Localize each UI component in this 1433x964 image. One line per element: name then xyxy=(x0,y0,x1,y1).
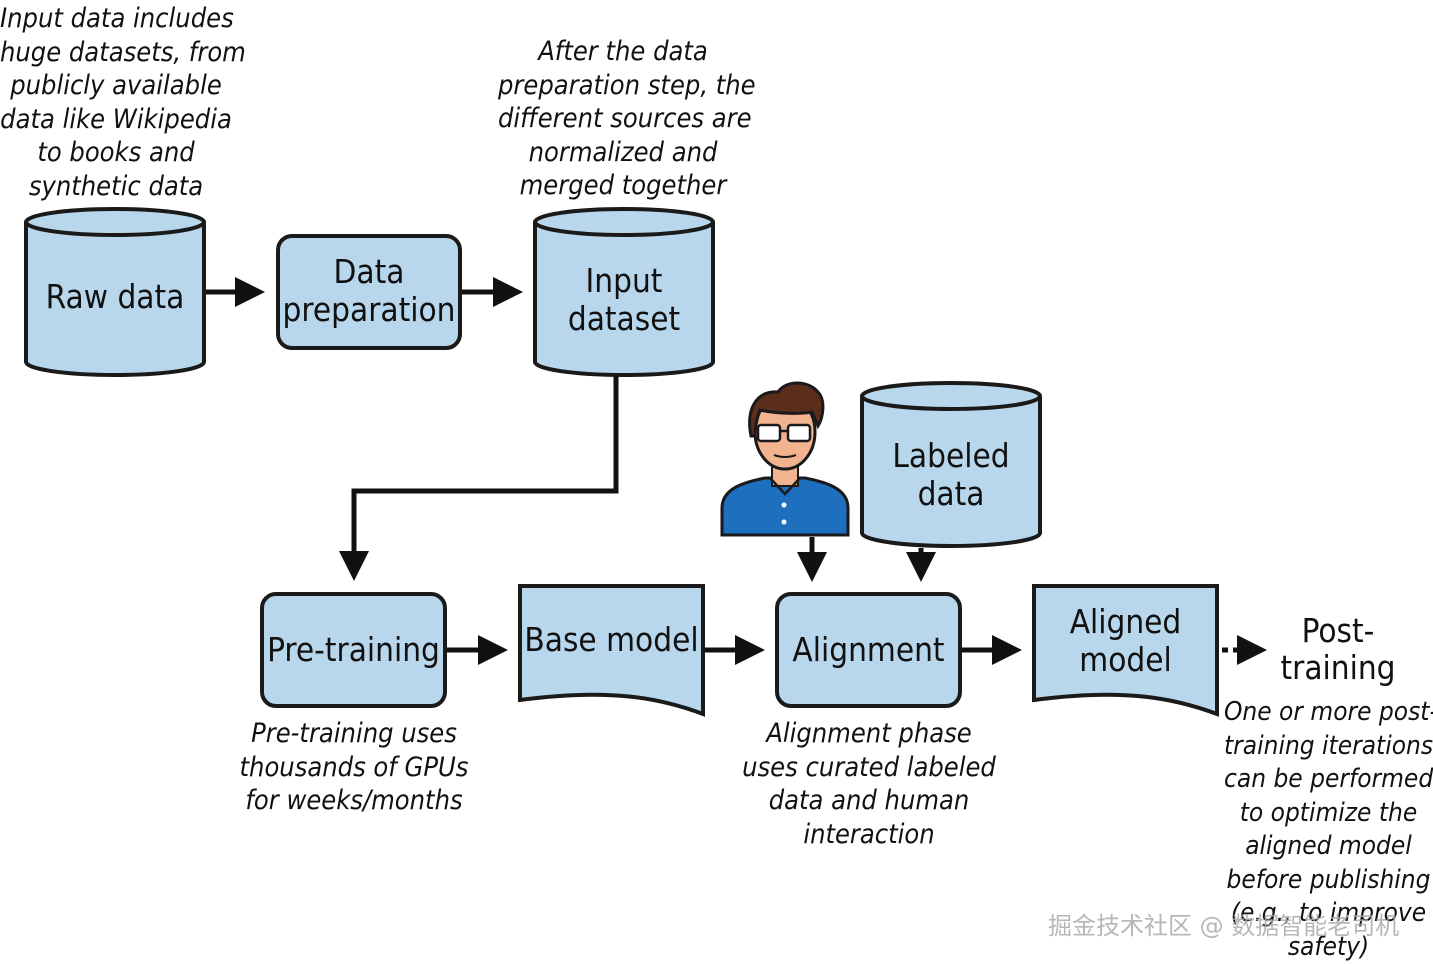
alignment-note-line: data and human xyxy=(768,785,970,816)
raw-data-note-line: Input data includes xyxy=(0,3,234,34)
alignment-text: Alignment xyxy=(792,630,945,669)
post-training-label: Post- training xyxy=(1278,612,1398,686)
raw-data-cylinder xyxy=(24,207,206,377)
post-training-note: One or more post- training iterations ca… xyxy=(1224,696,1433,964)
input-dataset-label: Input dataset xyxy=(535,262,713,338)
data-preparation-box xyxy=(276,234,462,350)
input-dataset-note-line: merged together xyxy=(519,170,727,201)
input-dataset-note-line: normalized and xyxy=(528,136,718,168)
raw-data-note-line: synthetic data xyxy=(28,170,204,202)
arrow-input-to-pretraining xyxy=(339,376,619,581)
base-model-label: Base model xyxy=(520,621,703,659)
pre-training-label: Pre-training xyxy=(262,631,445,669)
input-dataset-note: After the data preparation step, the dif… xyxy=(498,35,756,203)
aligned-model-document xyxy=(1032,584,1219,717)
post-training-note-line: to optimize the xyxy=(1239,797,1418,828)
labeled-data-line-1: Labeled xyxy=(892,436,1010,475)
post-training-note-line: can be performed xyxy=(1224,764,1433,794)
data-preparation-line-1: Data xyxy=(333,252,405,291)
pre-training-note: Pre-training uses thousands of GPUs for … xyxy=(234,717,474,818)
raw-data-label: Raw data xyxy=(26,278,204,316)
pre-training-note-line: for weeks/months xyxy=(245,785,463,816)
base-model-document xyxy=(518,584,705,717)
pre-training-note-line: Pre-training uses xyxy=(251,718,457,749)
base-model-text: Base model xyxy=(524,620,699,659)
pre-training-note-line: thousands of GPUs xyxy=(239,751,469,783)
post-training-note-line: training iterations xyxy=(1224,730,1433,761)
watermark-text: 掘金技术社区 @ 数据智能老司机 xyxy=(1048,912,1400,940)
post-training-line-1: Post- xyxy=(1301,611,1375,650)
raw-data-note: Input data includes huge datasets, from … xyxy=(0,2,246,203)
labeled-data-line-2: data xyxy=(917,474,985,513)
raw-data-note-line: publicly available xyxy=(10,70,222,101)
raw-data-note-line: data like Wikipedia xyxy=(0,103,232,135)
aligned-model-label: Aligned model xyxy=(1034,603,1217,679)
alignment-note-line: uses curated labeled xyxy=(742,751,996,783)
alignment-label: Alignment xyxy=(777,631,960,669)
data-preparation-label: Data preparation xyxy=(278,253,460,329)
raw-data-note-line: to books and xyxy=(37,137,195,168)
post-training-line-2: training xyxy=(1280,648,1396,687)
data-preparation-line-2: preparation xyxy=(282,290,456,329)
labeled-data-cylinder xyxy=(860,381,1042,548)
raw-data-note-line: huge datasets, from xyxy=(0,36,246,68)
post-training-note-line: safety) xyxy=(1287,931,1370,962)
post-training-note-line: (e.g., to improve xyxy=(1230,898,1427,928)
pre-training-box xyxy=(260,592,447,708)
alignment-note-line: interaction xyxy=(803,818,935,850)
raw-data-text: Raw data xyxy=(45,277,185,316)
alignment-note-line: Alignment phase xyxy=(766,718,972,749)
person-icon xyxy=(720,381,850,537)
input-dataset-line-1: Input xyxy=(585,261,663,300)
pre-training-text: Pre-training xyxy=(267,630,440,669)
aligned-model-line-2: model xyxy=(1079,640,1172,679)
labeled-data-label: Labeled data xyxy=(862,437,1040,513)
input-dataset-note-line: different sources are xyxy=(498,103,752,134)
input-dataset-note-line: After the data xyxy=(538,36,708,67)
post-training-note-line: before publishing xyxy=(1226,864,1431,895)
input-dataset-line-2: dataset xyxy=(567,299,681,338)
post-training-note-line: aligned model xyxy=(1245,831,1412,861)
post-training-note-line: One or more post- xyxy=(1224,697,1433,727)
aligned-model-line-1: Aligned xyxy=(1069,602,1182,641)
alignment-box xyxy=(775,592,962,708)
input-dataset-note-line: preparation step, the xyxy=(498,69,756,101)
input-dataset-cylinder xyxy=(533,207,715,377)
alignment-note: Alignment phase uses curated labeled dat… xyxy=(739,717,999,851)
